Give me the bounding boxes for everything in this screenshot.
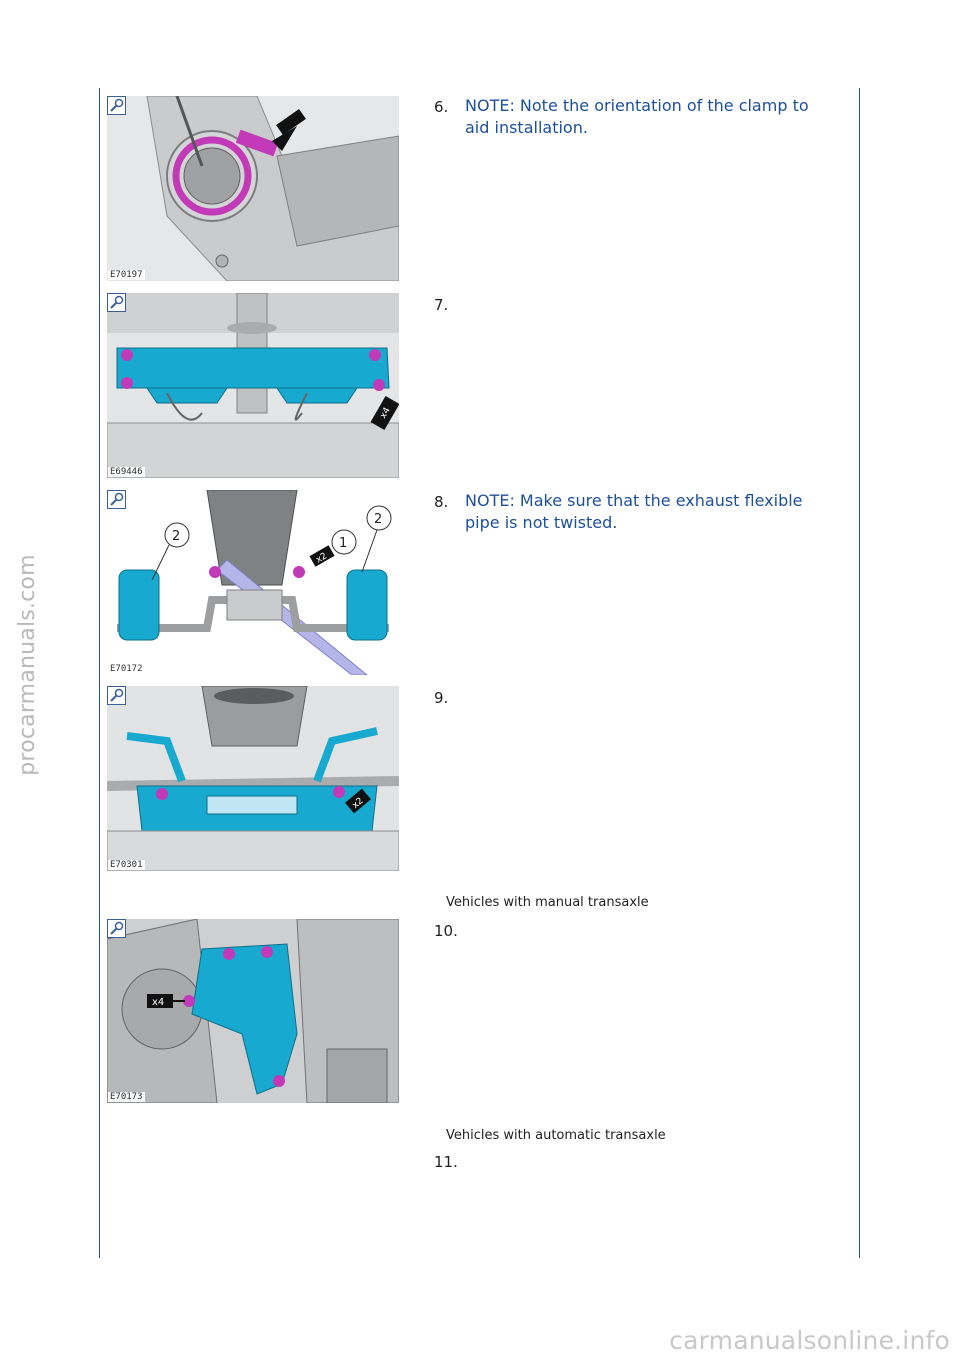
figure-crossmember: x4 E69446 bbox=[107, 293, 399, 478]
qty-label: x4 bbox=[152, 997, 164, 1008]
zoom-icon[interactable] bbox=[107, 919, 126, 938]
right-margin-rule bbox=[859, 88, 860, 1258]
step-number: 7. bbox=[434, 296, 449, 314]
figure-exhaust-clamp: E70197 bbox=[107, 96, 399, 281]
figure-code: E70301 bbox=[108, 860, 145, 870]
qty-label: x4 bbox=[379, 406, 393, 421]
zoom-icon[interactable] bbox=[107, 96, 126, 115]
figure-code: E70172 bbox=[108, 664, 145, 674]
step-note: NOTE: Note the orientation of the clamp … bbox=[465, 96, 809, 137]
figure-exhaust-isolators: 2 2 1 x2 E70172 bbox=[107, 490, 399, 675]
zoom-icon[interactable] bbox=[107, 686, 126, 705]
step-number: 8. bbox=[434, 493, 449, 511]
figure-crossmember-art: x4 bbox=[107, 293, 399, 478]
footer-watermark: carmanualsonline.info bbox=[669, 1326, 950, 1355]
step-number: 10. bbox=[434, 922, 458, 940]
qty-label: x2 bbox=[314, 551, 329, 565]
section-heading-automatic: Vehicles with automatic transaxle bbox=[446, 1128, 666, 1143]
side-watermark: procarmanuals.com bbox=[15, 554, 40, 776]
step-note: NOTE: Make sure that the exhaust flexibl… bbox=[465, 491, 803, 532]
callout-1: 1 bbox=[339, 536, 347, 551]
step-number: 9. bbox=[434, 689, 449, 707]
zoom-icon[interactable] bbox=[107, 490, 126, 509]
callout-2-left: 2 bbox=[172, 529, 180, 544]
figure-code: E70173 bbox=[108, 1092, 145, 1102]
figure-rear-bracket-art: x2 bbox=[107, 686, 399, 871]
left-margin-rule bbox=[99, 88, 100, 1258]
figure-transaxle-mount: x4 E70173 bbox=[107, 919, 399, 1103]
step-number: 11. bbox=[434, 1153, 458, 1171]
figure-rear-bracket: x2 E70301 bbox=[107, 686, 399, 871]
step-number: 6. bbox=[434, 98, 449, 116]
section-heading-manual: Vehicles with manual transaxle bbox=[446, 895, 649, 910]
figure-exhaust-isolators-art: 2 2 1 x2 bbox=[107, 490, 399, 675]
figure-code: E70197 bbox=[108, 270, 145, 280]
figure-exhaust-clamp-art bbox=[107, 96, 399, 281]
figure-transaxle-mount-art: x4 bbox=[107, 919, 399, 1103]
figure-code: E69446 bbox=[108, 467, 145, 477]
callout-2-right: 2 bbox=[374, 512, 382, 527]
zoom-icon[interactable] bbox=[107, 293, 126, 312]
